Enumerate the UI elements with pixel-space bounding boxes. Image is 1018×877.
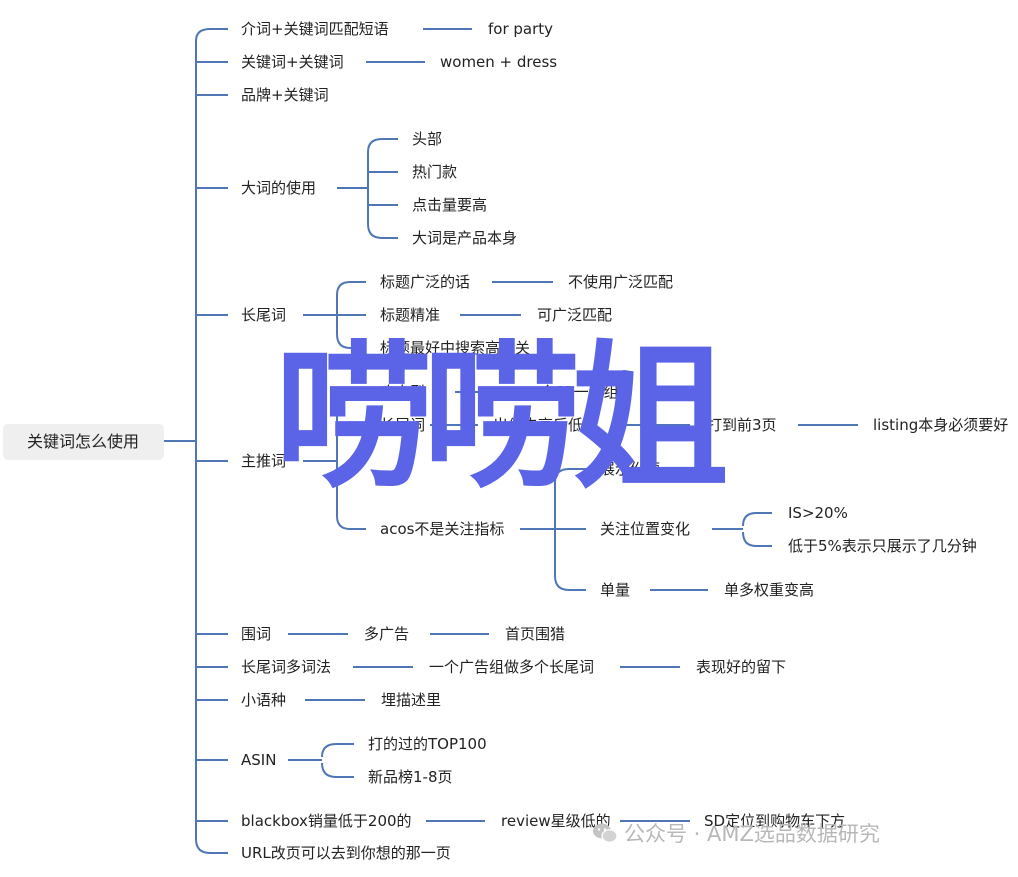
node-long-1a: 不使用广泛匹配 xyxy=(568,273,673,291)
root-node: 关键词怎么使用 xyxy=(3,424,164,460)
node-big-1: 头部 xyxy=(412,130,442,148)
node-asin-1: 打的过的TOP100 xyxy=(368,735,487,753)
node-blackbox-2: SD定位到购物车下方 xyxy=(704,812,845,830)
node-big-2: 热门款 xyxy=(412,163,457,181)
root-label: 关键词怎么使用 xyxy=(27,432,139,451)
node-brand: 品牌+关键词 xyxy=(241,86,329,104)
node-main: 主推词 xyxy=(241,452,286,470)
node-big: 大词的使用 xyxy=(241,179,316,197)
watermark-text: 唠唠姐 xyxy=(275,327,729,511)
node-long-1: 标题广泛的话 xyxy=(380,273,470,291)
node-lm: 长尾词多词法 xyxy=(241,658,331,676)
node-main-3a: 展示份额 xyxy=(600,460,660,478)
node-main-2b: 打到前3页 xyxy=(707,416,777,434)
root-box xyxy=(3,424,164,460)
node-url: URL改页可以去到你想的那一页 xyxy=(241,844,451,862)
node-big-4: 大词是产品本身 xyxy=(412,229,517,247)
node-long-3: 标题最好中搜索高相关 xyxy=(380,339,530,357)
node-phrase: 介词+关键词匹配短语 xyxy=(241,20,389,38)
node-blackbox-1: review星级低的 xyxy=(501,812,611,830)
node-long: 长尾词 xyxy=(241,306,286,324)
connectors xyxy=(164,28,858,854)
node-phrase-child: for party xyxy=(488,20,553,38)
node-main-3b2: 低于5%表示只展示了几分钟 xyxy=(788,537,977,555)
node-main-3c1: 单多权重变高 xyxy=(724,581,814,599)
node-main-3: acos不是关注指标 xyxy=(380,520,504,538)
node-main-1a: 一个SP一个组 xyxy=(525,383,619,401)
node-big-3: 点击量要高 xyxy=(412,196,487,214)
node-wei: 围词 xyxy=(241,625,271,643)
node-kwkw-child: women + dress xyxy=(440,53,557,71)
node-small: 小语种 xyxy=(241,691,286,709)
credit-badge: 公众号 · AMZ选品数据研究 xyxy=(592,818,880,848)
nodes: 介词+关键词匹配短语 for party 关键词+关键词 women + dre… xyxy=(241,20,1008,862)
node-main-3c: 单量 xyxy=(600,581,630,599)
node-lm-2: 表现好的留下 xyxy=(696,658,786,676)
credit-label: 公众号 · AMZ选品数据研究 xyxy=(624,822,880,846)
node-asin: ASIN xyxy=(241,751,276,769)
node-long-2a: 可广泛匹配 xyxy=(537,306,612,324)
wechat-icon xyxy=(592,822,618,844)
node-asin-2: 新品榜1-8页 xyxy=(368,768,453,786)
node-main-1: 攻占型 xyxy=(380,383,425,401)
node-main-3b: 关注位置变化 xyxy=(600,520,690,538)
node-wei-1: 多广告 xyxy=(364,625,409,643)
node-main-2: 长尾词 xyxy=(380,416,425,434)
node-kwkw: 关键词+关键词 xyxy=(241,53,344,71)
node-blackbox: blackbox销量低于200的 xyxy=(241,812,412,830)
node-small-1: 埋描述里 xyxy=(381,691,441,709)
node-main-2c: listing本身必须要好 xyxy=(873,416,1008,434)
node-wei-2: 首页围猎 xyxy=(505,625,565,643)
node-main-3b1: IS>20% xyxy=(788,504,848,522)
node-main-2a: 出价先高后低 xyxy=(493,416,583,434)
node-long-2: 标题精准 xyxy=(380,306,440,324)
node-lm-1: 一个广告组做多个长尾词 xyxy=(429,658,594,676)
